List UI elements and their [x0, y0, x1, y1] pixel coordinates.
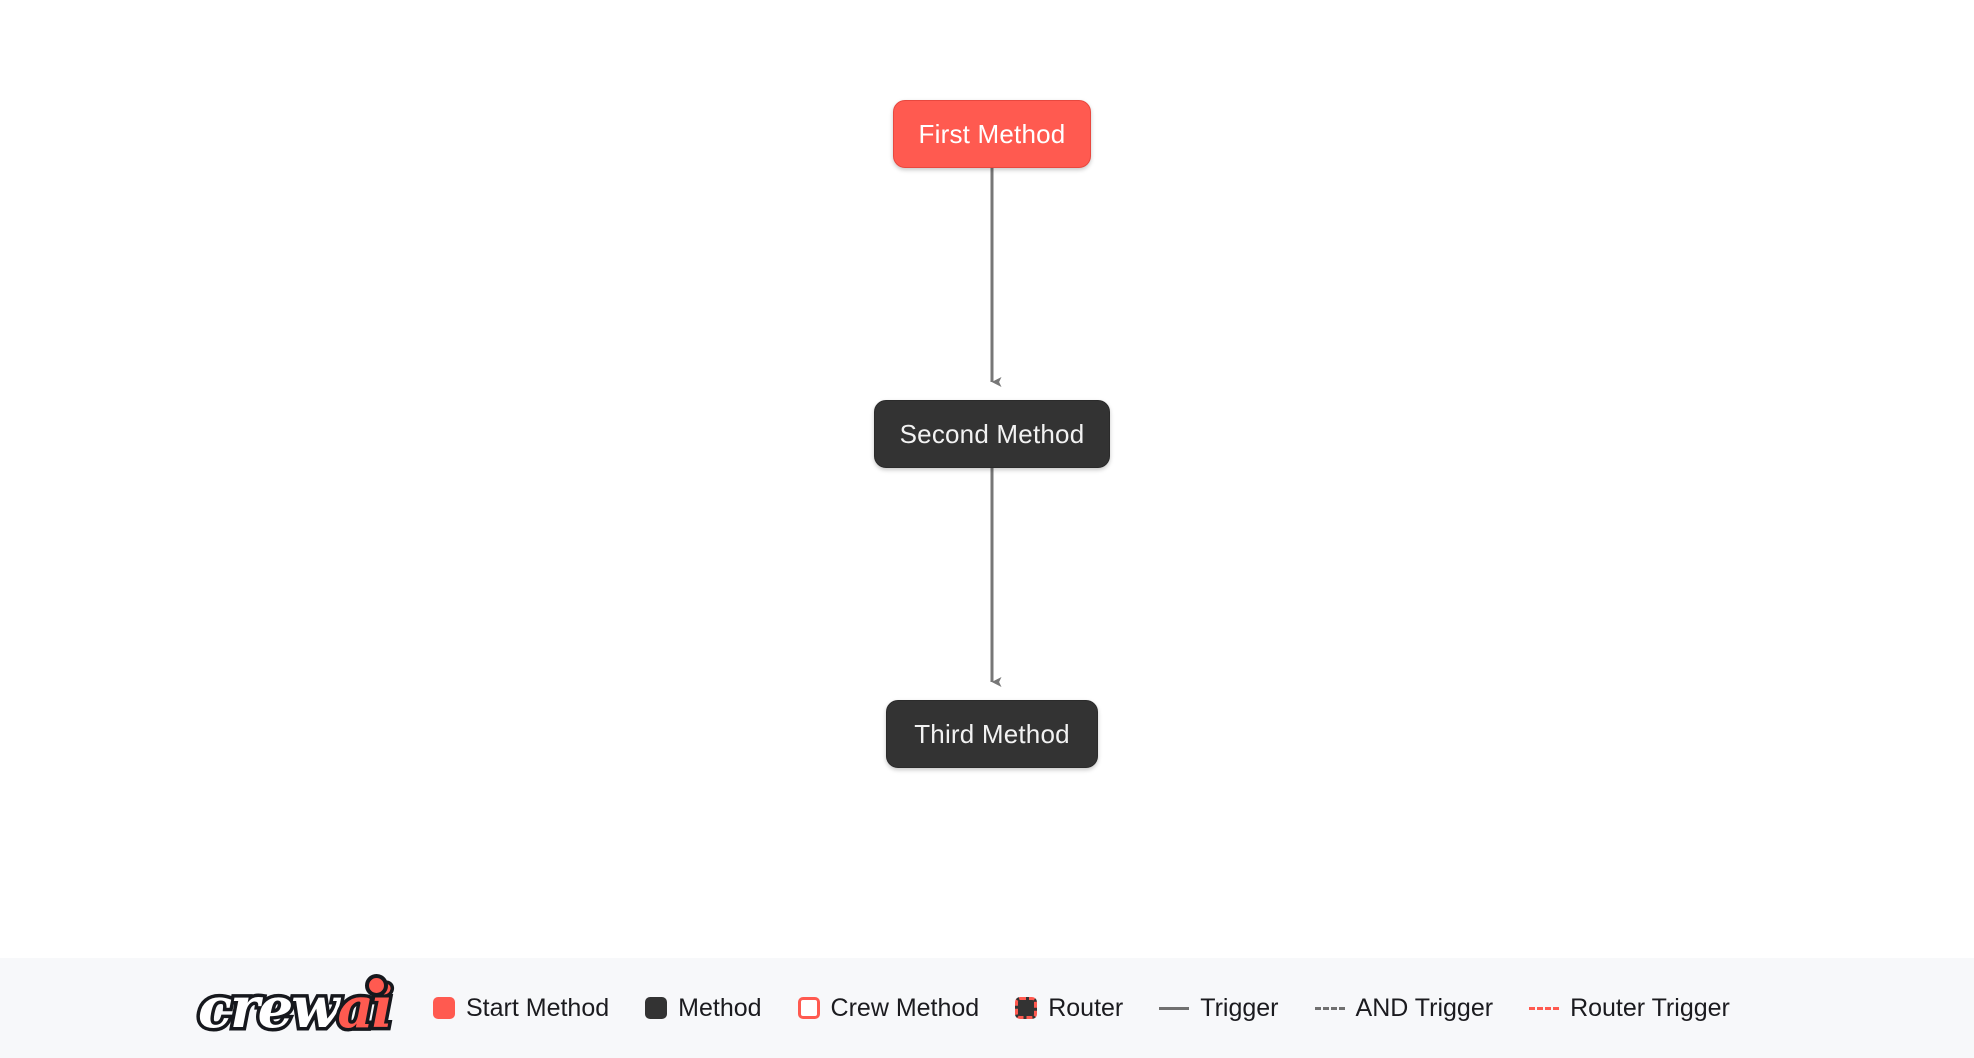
flow-node-label: Third Method [914, 719, 1070, 749]
legend-label: Trigger [1200, 993, 1279, 1022]
legend-item-and-trigger: AND Trigger [1314, 993, 1494, 1022]
legend-label: Router Trigger [1570, 993, 1730, 1022]
trigger-line-icon [1159, 1006, 1190, 1010]
logo-text-crew: crew [194, 975, 342, 1041]
flow-node-label: Second Method [899, 419, 1085, 449]
legend-bar: crewai Start Method Method Crew Method R… [0, 958, 1974, 1058]
and-trigger-line-icon [1314, 1006, 1345, 1010]
router-swatch-icon [1015, 997, 1038, 1019]
crew-method-swatch-icon [797, 997, 820, 1019]
legend-label: Method [678, 993, 762, 1022]
logo-dot-icon [365, 974, 388, 997]
flow-node-first-method[interactable]: First Method [893, 100, 1091, 168]
method-swatch-icon [645, 997, 668, 1019]
flow-node-second-method[interactable]: Second Method [874, 400, 1110, 468]
legend-label: Router [1048, 993, 1124, 1022]
start-method-swatch-icon [433, 997, 455, 1019]
router-trigger-line-icon [1529, 1006, 1560, 1010]
legend-item-method: Method [645, 993, 762, 1022]
legend-item-router: Router [1015, 993, 1124, 1022]
crewai-logo: crewai [194, 974, 396, 1041]
legend-item-trigger: Trigger [1159, 993, 1279, 1022]
legend-item-crew-method: Crew Method [797, 993, 980, 1022]
legend-item-router-trigger: Router Trigger [1529, 993, 1730, 1022]
legend-label: AND Trigger [1355, 993, 1494, 1022]
flow-node-label: First Method [918, 119, 1066, 149]
flow-canvas[interactable]: First Method Second Method Third Method [0, 0, 1974, 958]
flow-node-third-method[interactable]: Third Method [886, 700, 1098, 768]
legend-label: Crew Method [830, 993, 980, 1022]
legend-label: Start Method [466, 993, 610, 1022]
legend-item-start-method: Start Method [433, 993, 610, 1022]
